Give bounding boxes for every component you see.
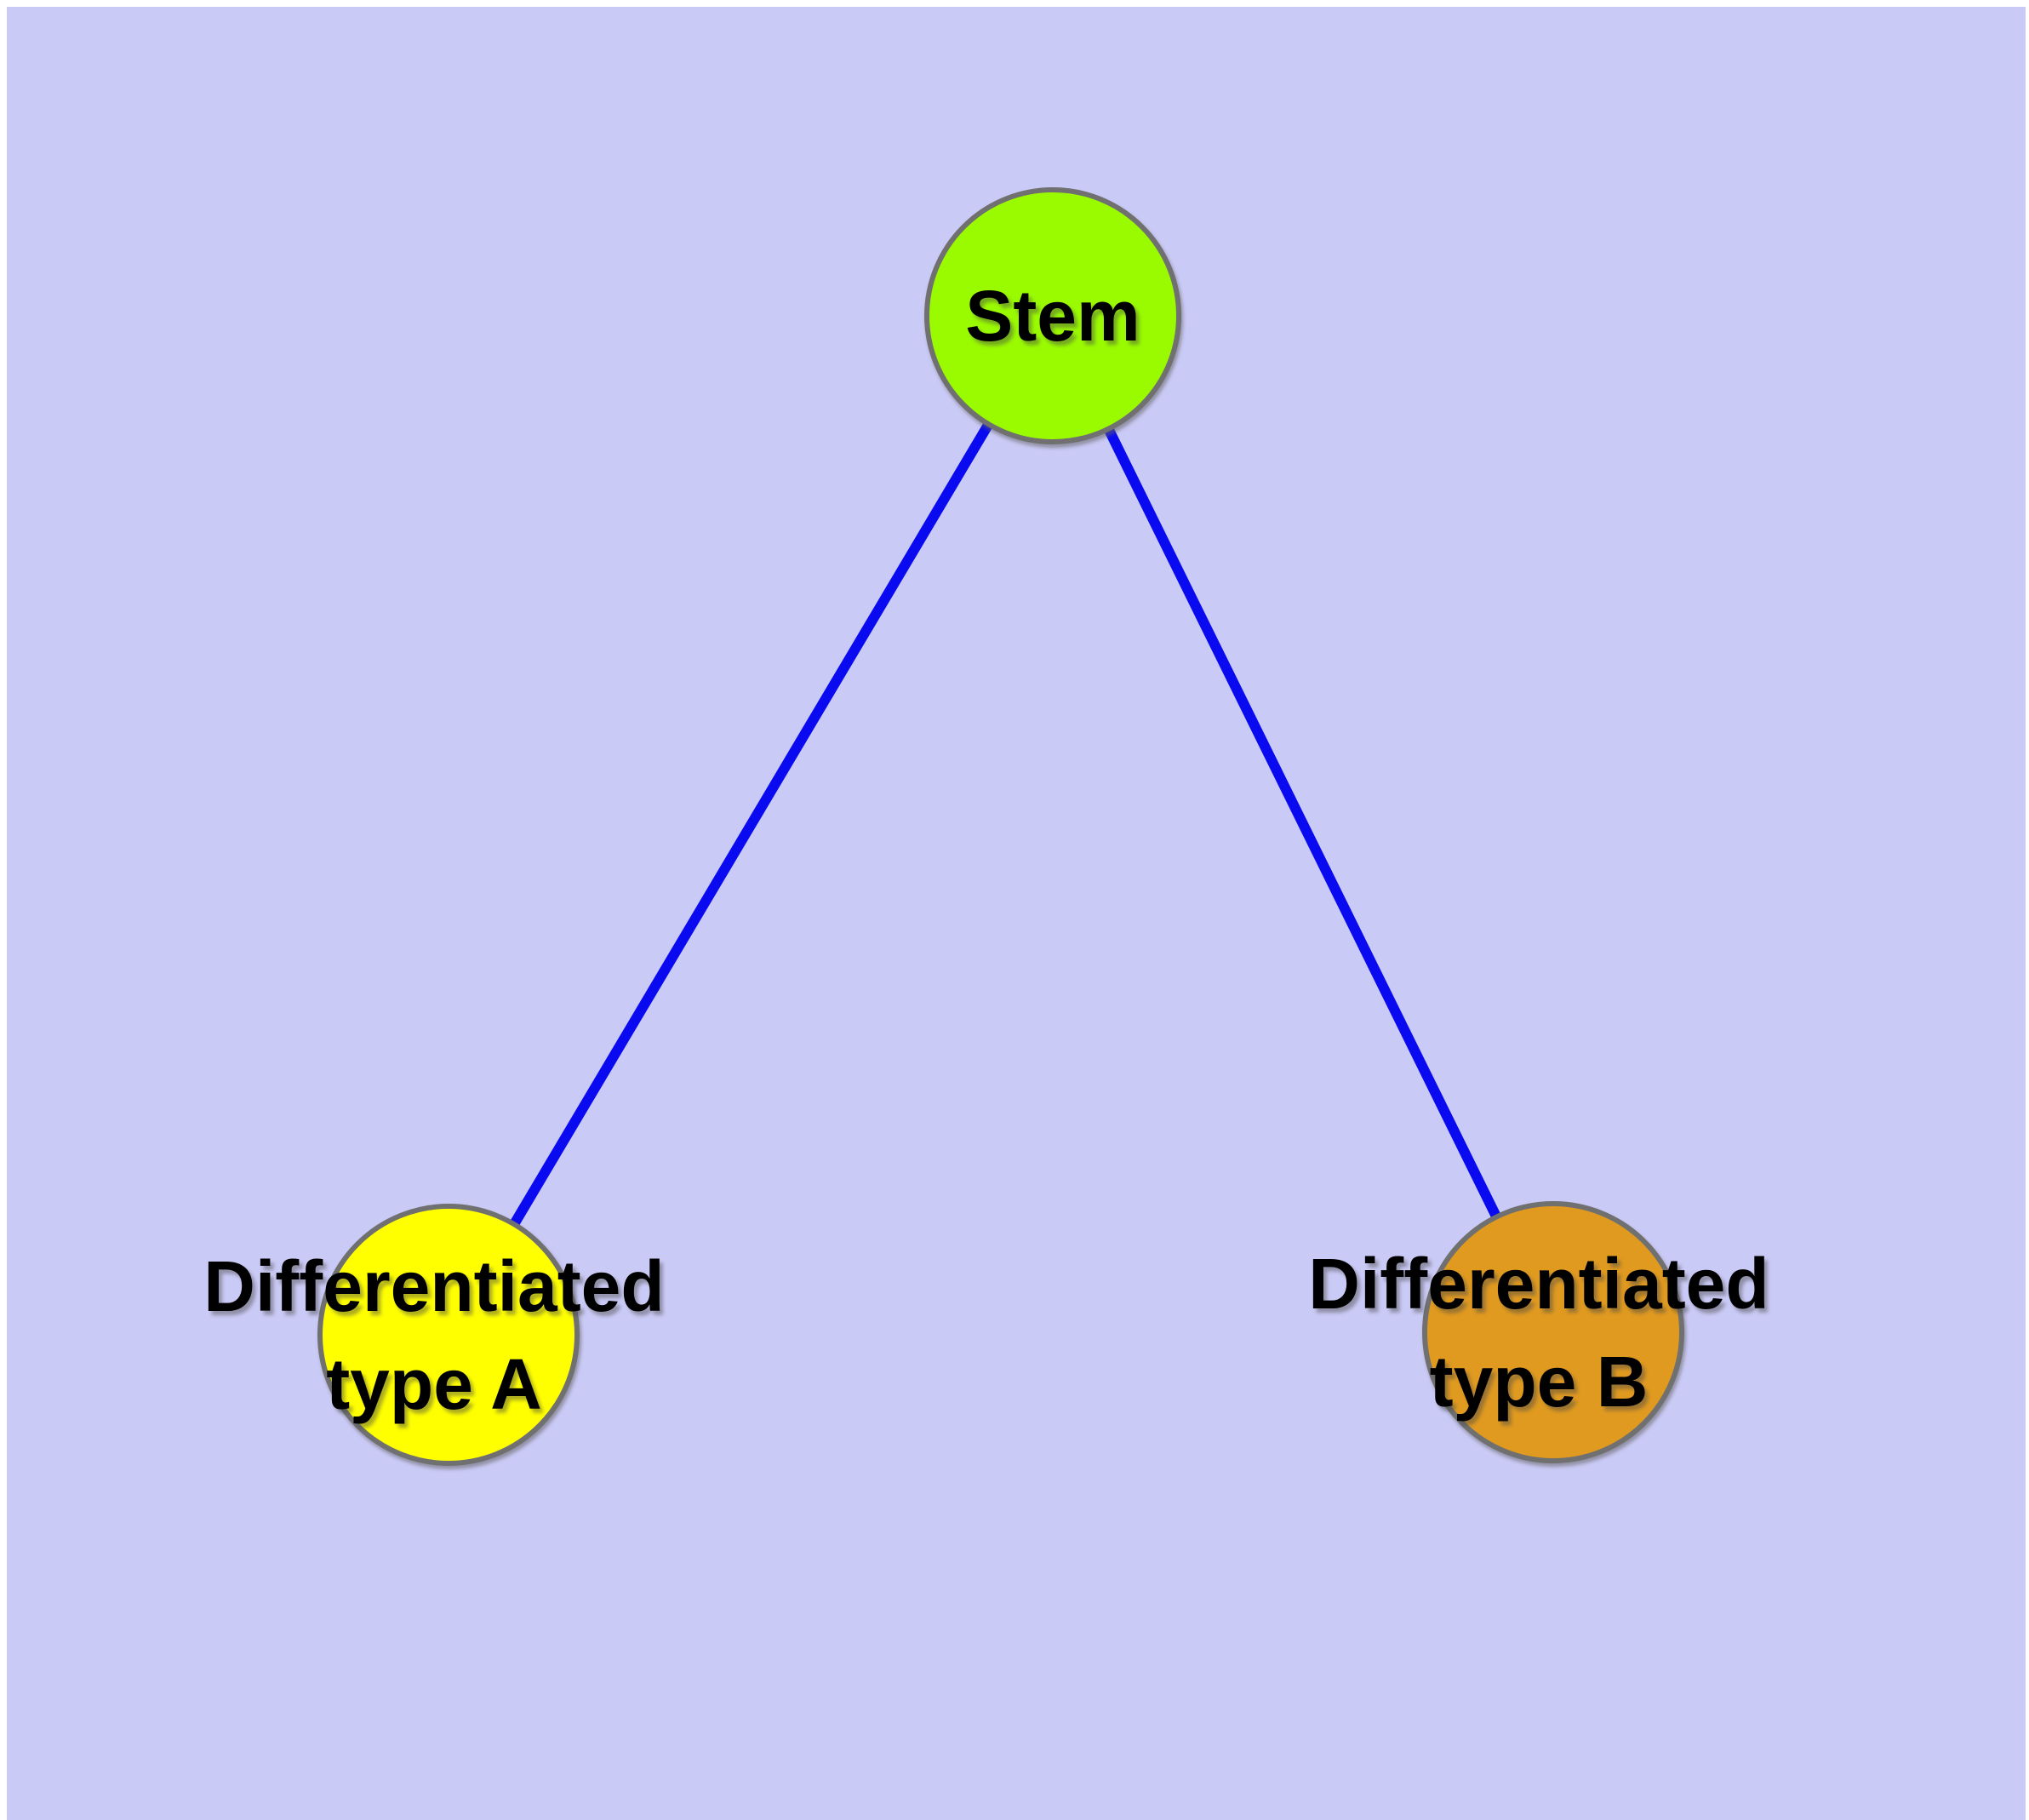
type-a-node [317, 1204, 580, 1466]
type-b-label-line2: type B [1430, 1342, 1649, 1422]
type-b-label-line1: Differentiated [1308, 1244, 1769, 1324]
stem-node-label: Stem [965, 276, 1140, 356]
type-a-label-line2: type A [326, 1344, 542, 1424]
edge-stem-to-type-a [443, 312, 1058, 1338]
edge-stem-to-type-b [1048, 313, 1558, 1335]
stem-node [924, 187, 1181, 444]
type-b-node [1422, 1201, 1684, 1463]
type-a-label-line1: Differentiated [203, 1246, 664, 1326]
